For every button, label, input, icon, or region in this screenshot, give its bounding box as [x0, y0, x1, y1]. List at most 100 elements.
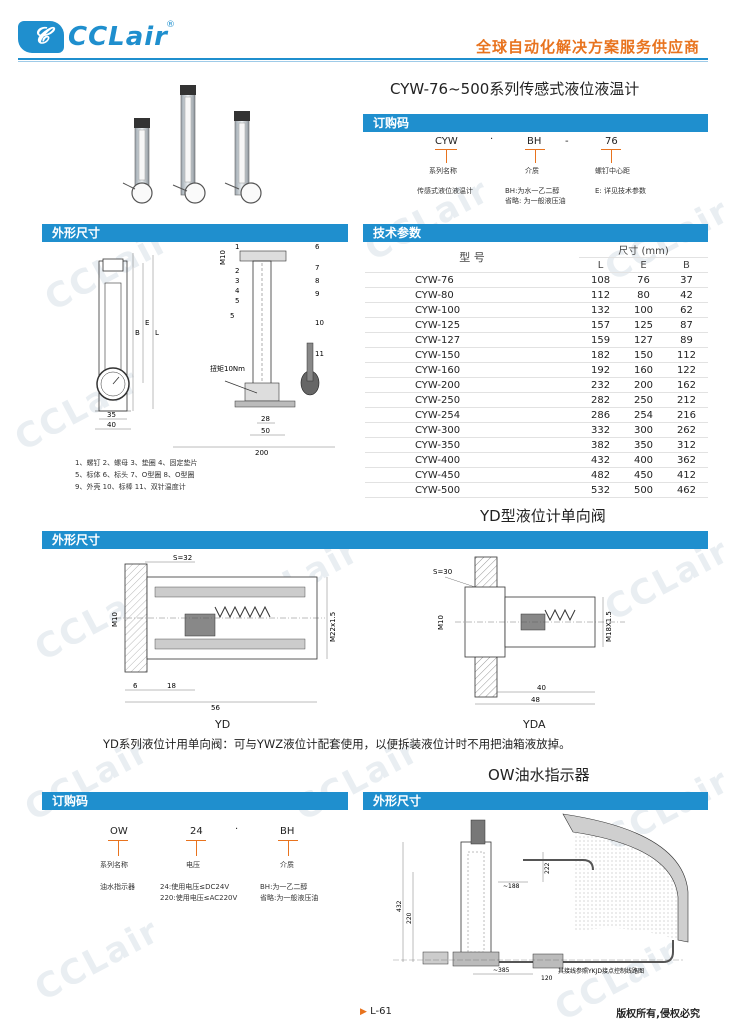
legend-line: 9、外壳 10、标棒 11、双针温度计	[75, 483, 186, 491]
callout: 8	[315, 277, 319, 285]
header-rule	[18, 58, 708, 60]
code-label: 电压	[186, 861, 200, 869]
ow-title: OW油水指示器	[488, 766, 590, 784]
callout: 5	[230, 312, 234, 320]
code-note: 省略: 为一般液压油	[505, 197, 566, 205]
code-label: 系列名称	[429, 167, 457, 175]
cyw-dimension-drawing: B E L 35 40 扭矩10Nm M10 1 2 3 4 5 5 6 7 8…	[95, 243, 335, 457]
cyw-product-photo	[122, 85, 262, 204]
code-note: 省略:为一般液压油	[260, 894, 319, 902]
code-bracket	[288, 840, 289, 856]
ow-d432: 432	[396, 900, 403, 912]
logo-reg: ®	[166, 20, 175, 30]
logo-text: CCLair	[68, 22, 169, 52]
yd-name: YD	[215, 718, 231, 731]
code-distance: 76	[605, 136, 618, 147]
code-bracket	[611, 149, 612, 163]
dim-m10: M10	[219, 250, 227, 265]
callout: 11	[315, 350, 324, 358]
ow-d188: ~188	[503, 883, 520, 890]
code-medium: BH	[280, 826, 295, 837]
copyright: 版权所有,侵权必究	[616, 1009, 700, 1020]
yd-s: S=32	[173, 554, 192, 562]
yd-d18: 18	[167, 682, 176, 690]
yd-title: YD型液位计单向阀	[480, 507, 606, 525]
spec-col: L	[579, 257, 623, 273]
code-note: 24:使用电压≤DC24V	[160, 883, 230, 891]
code-note: BH:为水一乙二醇	[505, 187, 560, 195]
ow-d385: ~385	[493, 967, 510, 974]
cyw-spec-bar: 技术参数	[363, 224, 708, 242]
cyw-order-bar: 订购码	[363, 114, 708, 132]
logo-mark: 𝓒	[18, 21, 64, 53]
spec-size-header: 尺寸 (mm)	[579, 242, 708, 258]
callout: 5	[235, 297, 239, 305]
header-slogan: 全球自动化解决方案服务供应商	[475, 38, 700, 56]
yd-dim-bar: 外形尺寸	[42, 531, 708, 549]
yda-m18: M18X1.5	[605, 611, 613, 642]
code-note: E: 详见技术参数	[595, 187, 647, 195]
yda-m10: M10	[437, 615, 445, 630]
dim-35: 35	[107, 411, 116, 419]
ow-d222: 222	[544, 862, 551, 874]
yd-d56: 56	[211, 704, 220, 712]
ow-d120: 120	[541, 975, 553, 982]
yd-m10: M10	[111, 612, 119, 627]
ow-caption: 其接线参照YKJD接点控制线路图	[558, 967, 644, 975]
code-bracket	[446, 149, 447, 163]
ow-dimension-drawing: 432 220 ~188 222 ~385 120 其接线参照YKJD接点控制线…	[393, 813, 689, 982]
code-note: 油水指示器	[100, 883, 135, 891]
spec-col: E	[622, 257, 665, 273]
dim-B: B	[135, 329, 140, 337]
yda-name: YDA	[523, 718, 546, 731]
dim-200: 200	[255, 449, 268, 457]
dim-50: 50	[261, 427, 270, 435]
cyw-order-code: CYW · BH - 76 系列名称 介质 螺钉中心距 传感式液位液温计 BH:…	[365, 134, 705, 214]
dim-40: 40	[107, 421, 116, 429]
callout: 10	[315, 319, 324, 327]
cyw-legend: 1、螺钉 2、螺母 3、垫圈 4、固定垫片 5、标体 6、标头 7、O型圈 8、…	[75, 457, 198, 493]
legend-line: 1、螺钉 2、螺母 3、垫圈 4、固定垫片	[75, 459, 198, 467]
dim-28: 28	[261, 415, 270, 423]
callout: 2	[235, 267, 239, 275]
page-arrow-icon: ▶	[360, 1007, 367, 1017]
cyw-title: CYW-76~500系列传感式液位液温计	[390, 80, 640, 98]
code-bracket	[196, 840, 197, 856]
callout: 1	[235, 243, 239, 251]
ow-order-bar: 订购码	[42, 792, 348, 810]
ow-d220: 220	[406, 912, 413, 924]
callout: 7	[315, 264, 319, 272]
yd-d6: 6	[133, 682, 138, 690]
yda-d48: 48	[531, 696, 540, 704]
code-series: CYW	[435, 136, 458, 147]
code-series: OW	[110, 826, 128, 837]
yd-drawing: S=32 M10 M22x1.5 6 18 56	[111, 554, 337, 712]
callout: 6	[315, 243, 320, 251]
code-note: 传感式液位液温计	[417, 187, 473, 195]
code-bracket	[535, 149, 536, 163]
spec-col: B	[664, 257, 708, 273]
ow-order-code: OW 24 · BH 系列名称 电压 介质 油水指示器 24:使用电压≤DC24…	[90, 824, 350, 944]
dim-L: L	[155, 329, 159, 337]
yd-m22: M22x1.5	[329, 612, 337, 642]
yda-s: S=30	[433, 568, 452, 576]
code-sep: -	[565, 136, 569, 147]
code-medium: BH	[527, 136, 542, 147]
legend-line: 5、标体 6、标头 7、O型圈 8、O型圈	[75, 471, 195, 479]
page-number: ▶ L-61	[360, 1006, 392, 1017]
dim-torque: 扭矩10Nm	[210, 364, 245, 373]
